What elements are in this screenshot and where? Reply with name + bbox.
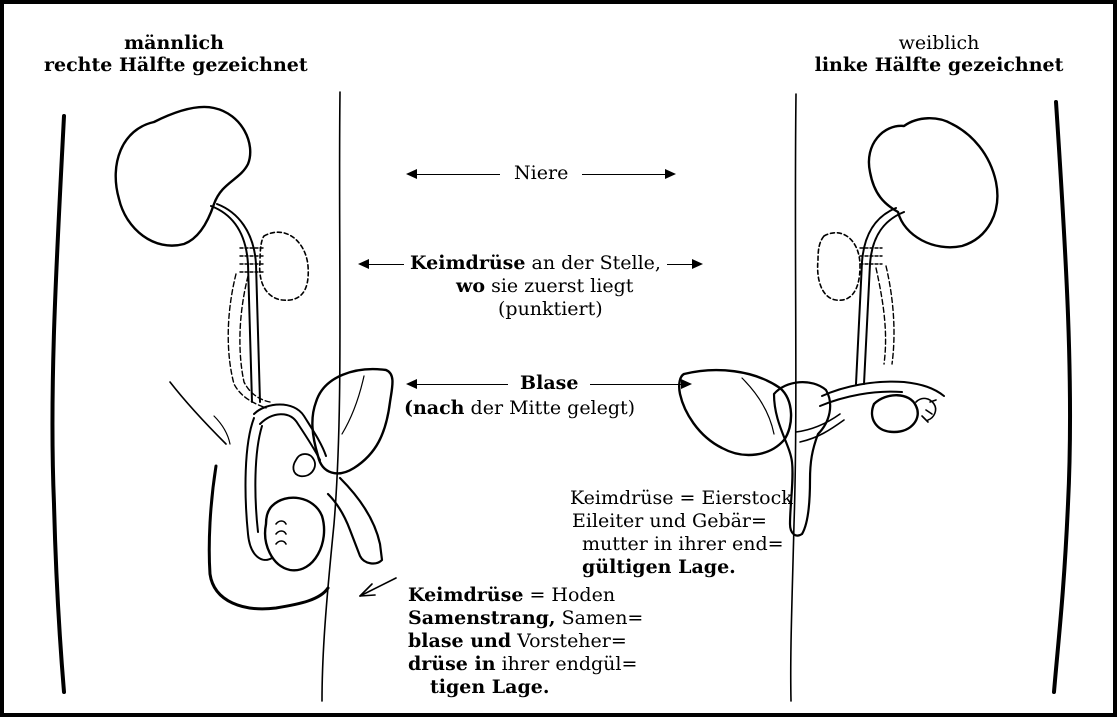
male-caption-line3-bold: blase und [408,630,511,652]
female-fimbriae [916,398,936,422]
heading-male-line1: männlich [44,32,304,54]
female-tube [820,382,944,406]
female-caption-line1: Keimdrüse = Eierstock [570,487,793,510]
arrow-right-icon [582,174,674,175]
heading-male: männlich rechte Hälfte gezeichnet [44,32,304,76]
male-caption-line3-rest: Vorsteher= [511,630,627,652]
arrow-left-icon [408,384,508,385]
heading-female: weiblich linke Hälfte gezeichnet [804,32,1074,76]
male-thigh-line [170,382,226,444]
female-caption-line2: Eileiter und Gebär= [570,510,793,533]
male-ureter [211,204,260,402]
male-epididymis [276,521,286,544]
male-caption-line1-bold: Keimdrüse [408,584,523,606]
male-bladder [312,369,392,473]
left-body-outline [52,116,64,692]
female-caption-line4: gültigen Lage. [570,556,793,579]
arrow-right-icon [667,264,701,265]
female-caption-line3: mutter in ihrer end= [570,533,793,556]
arrow-left-icon [408,174,500,175]
label-nach: (nach der Mitte gelegt) [404,397,635,419]
female-ureter [856,208,904,384]
male-caption-line2-bold: Samenstrang, [408,607,556,629]
label-nach-rest: der Mitte gelegt) [465,397,636,419]
male-arrow [360,578,396,596]
label-wo-rest: sie zuerst liegt [485,275,633,297]
male-caption-line3: blase und Vorsteher= [408,630,643,653]
heading-female-line2: linke Hälfte gezeichnet [804,54,1074,76]
female-ovary [872,395,918,432]
male-testis [265,498,324,571]
male-scrotum [209,466,328,609]
label-niere-text: Niere [514,162,568,184]
label-niere: Niere [408,162,674,184]
label-keimdruese-rest: an der Stelle, [525,252,661,274]
arrow-left-icon [360,264,404,265]
arrow-right-icon [590,384,690,385]
female-kidney [869,118,997,247]
male-caption-line1: Keimdrüse = Hoden [408,584,643,607]
male-seminal-vesicle [293,454,315,476]
label-wo: wo sie zuerst liegt [456,275,633,297]
male-kidney [116,107,251,246]
male-vas-deferens [254,405,326,461]
midline-right [791,94,796,701]
female-bladder [679,370,791,455]
male-caption-line4: drüse in ihrer endgül= [408,653,643,676]
male-caption-line2-rest: Samen= [556,607,644,629]
midline-left [322,92,340,701]
label-keimdruese-bold: Keimdrüse [410,252,525,274]
label-blase: Blase [408,372,690,394]
male-caption-line1-rest: = Hoden [523,584,615,606]
female-bladder-inner [742,378,774,434]
label-keimdruese: Keimdrüse an der Stelle, [360,252,701,274]
female-caption: Keimdrüse = Eierstock Eileiter und Gebär… [570,487,793,579]
male-caption-line4-bold: drüse in [408,653,496,675]
male-bladder-inner [342,376,364,434]
label-punktiert: (punktiert) [498,298,603,320]
label-wo-bold: wo [456,275,485,297]
male-caption-line5: tigen Lage. [408,676,643,699]
female-dotted-path [876,266,894,364]
heading-male-line2: rechte Hälfte gezeichnet [44,54,304,76]
label-nach-bold: (nach [404,397,465,419]
male-gonad-original [260,232,309,300]
right-body-outline [1054,102,1070,692]
male-caption-line2: Samenstrang, Samen= [408,607,643,630]
male-cord-loop [246,418,272,560]
female-vessel [796,414,844,442]
male-caption: Keimdrüse = Hoden Samenstrang, Samen= bl… [408,584,643,699]
female-gonad-original [818,233,860,300]
heading-female-line1: weiblich [804,32,1074,54]
label-blase-text: Blase [520,372,578,394]
male-caption-line4-rest: ihrer endgül= [496,653,638,675]
